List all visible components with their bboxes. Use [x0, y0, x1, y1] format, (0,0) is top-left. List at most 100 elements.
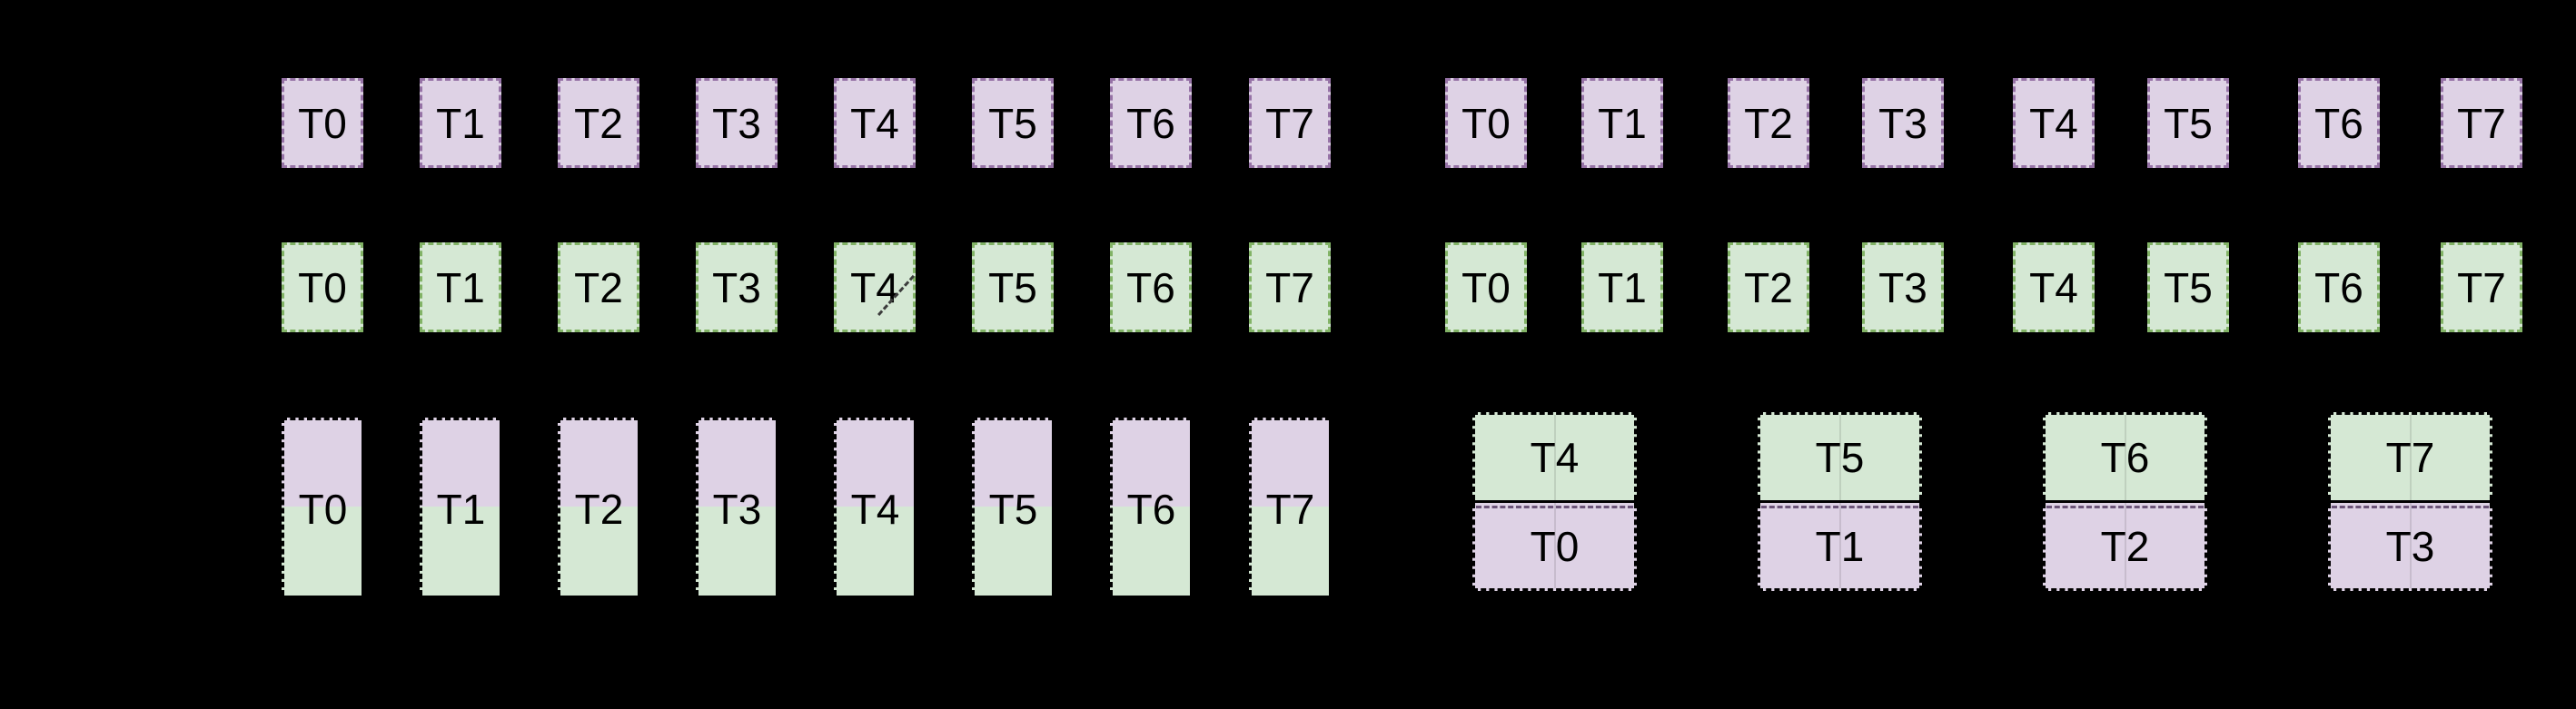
- left-row3-box-t2: T2: [558, 418, 639, 596]
- thread-label: T4: [1530, 434, 1580, 481]
- right-row1-box-t3: T3: [1862, 78, 1944, 168]
- left-row2-box-t0: T0: [282, 242, 363, 332]
- left-row3-box-t5: T5: [972, 418, 1054, 596]
- pair-inner-dashed-line: [1476, 506, 1633, 508]
- thread-label: T5: [2164, 99, 2213, 147]
- thread-label: T6: [2314, 99, 2363, 147]
- left-row2-box-t4: T4: [834, 242, 916, 332]
- left-row1-box-t5: T5: [972, 78, 1054, 168]
- left-row1-box-t2: T2: [558, 78, 639, 168]
- thread-label: T6: [2314, 263, 2363, 311]
- thread-label: T7: [1265, 263, 1314, 311]
- thread-label: T7: [1265, 99, 1314, 147]
- thread-label: T1: [436, 263, 485, 311]
- left-row1-box-t4: T4: [834, 78, 916, 168]
- thread-label: T0: [298, 99, 347, 147]
- pair-inner-dashed-line: [2046, 506, 2204, 508]
- thread-label: T7: [2457, 263, 2506, 311]
- thread-label: T5: [988, 99, 1037, 147]
- thread-label: T2: [1744, 99, 1793, 147]
- left-row1-box-t6: T6: [1110, 78, 1192, 168]
- thread-label: T3: [2385, 523, 2435, 570]
- right-row2-box-t0: T0: [1445, 242, 1527, 332]
- left-row2-box-t7: T7: [1249, 242, 1331, 332]
- left-row2-box-t5: T5: [972, 242, 1054, 332]
- right-row2-box-t5: T5: [2147, 242, 2229, 332]
- thread-label: T0: [298, 263, 347, 311]
- right-row2-box-t6: T6: [2298, 242, 2380, 332]
- thread-label: T3: [712, 263, 761, 311]
- thread-label: T2: [574, 486, 624, 533]
- thread-label: T5: [1815, 434, 1865, 481]
- thread-label: T4: [850, 99, 899, 147]
- right-row1-box-t1: T1: [1581, 78, 1663, 168]
- right-row2-box-t4: T4: [2013, 242, 2095, 332]
- right-row2-box-t1: T1: [1581, 242, 1663, 332]
- thread-label: T5: [988, 263, 1037, 311]
- left-row2-box-t1: T1: [420, 242, 501, 332]
- pair-inner-dashed-line: [1761, 506, 1918, 508]
- left-row3-box-t4: T4: [834, 418, 916, 596]
- left-row1-box-t1: T1: [420, 78, 501, 168]
- right-row3-pair-t7-t3: T7 T3: [2328, 412, 2492, 591]
- right-row1-box-t0: T0: [1445, 78, 1527, 168]
- right-row1-box-t2: T2: [1728, 78, 1809, 168]
- left-row3-box-t3: T3: [696, 418, 778, 596]
- right-row1-box-t4: T4: [2013, 78, 2095, 168]
- right-row1-box-t5: T5: [2147, 78, 2229, 168]
- pair-divider-line: [1758, 500, 1922, 503]
- thread-label: T3: [712, 486, 762, 533]
- thread-label: T1: [1598, 99, 1647, 147]
- left-row2-box-t3: T3: [696, 242, 778, 332]
- thread-label: T2: [1744, 263, 1793, 311]
- left-row2-box-t6: T6: [1110, 242, 1192, 332]
- thread-label: T2: [2100, 523, 2150, 570]
- left-row3-box-t0: T0: [282, 418, 363, 596]
- left-row1-box-t0: T0: [282, 78, 363, 168]
- thread-label: T5: [2164, 263, 2213, 311]
- thread-label: T0: [1530, 523, 1580, 570]
- thread-label: T3: [1878, 99, 1927, 147]
- thread-label: T4: [850, 263, 899, 311]
- thread-label: T1: [1815, 523, 1865, 570]
- thread-label: T0: [1461, 263, 1511, 311]
- right-row2-box-t7: T7: [2441, 242, 2522, 332]
- pair-divider-line: [2328, 500, 2492, 503]
- thread-label: T7: [2457, 99, 2506, 147]
- thread-label: T0: [298, 486, 348, 533]
- right-row3-pair-t4-t0: T4 T0: [1472, 412, 1637, 591]
- right-row3-pair-t5-t1: T5 T1: [1758, 412, 1922, 591]
- thread-label: T7: [1265, 486, 1315, 533]
- thread-label: T3: [1878, 263, 1927, 311]
- thread-label: T6: [1126, 263, 1175, 311]
- thread-label: T3: [712, 99, 761, 147]
- right-row3-pair-t6-t2: T6 T2: [2043, 412, 2207, 591]
- thread-label: T6: [1126, 99, 1175, 147]
- thread-label: T6: [2100, 434, 2150, 481]
- right-row1-box-t7: T7: [2441, 78, 2522, 168]
- thread-label: T2: [574, 99, 623, 147]
- pair-divider-line: [1472, 500, 1637, 503]
- left-row3-box-t6: T6: [1110, 418, 1192, 596]
- thread-label: T6: [1126, 486, 1176, 533]
- right-row1-box-t6: T6: [2298, 78, 2380, 168]
- thread-label: T0: [1461, 99, 1511, 147]
- left-row1-box-t7: T7: [1249, 78, 1331, 168]
- thread-label: T1: [1598, 263, 1647, 311]
- right-row2-box-t2: T2: [1728, 242, 1809, 332]
- left-row2-box-t2: T2: [558, 242, 639, 332]
- right-row2-box-t3: T3: [1862, 242, 1944, 332]
- thread-label: T2: [574, 263, 623, 311]
- thread-label: T4: [850, 486, 900, 533]
- thread-label: T4: [2029, 99, 2078, 147]
- left-row1-box-t3: T3: [696, 78, 778, 168]
- pair-divider-line: [2043, 500, 2207, 503]
- pair-inner-dashed-line: [2332, 506, 2489, 508]
- thread-label: T1: [436, 99, 485, 147]
- thread-label: T4: [2029, 263, 2078, 311]
- thread-label: T1: [436, 486, 486, 533]
- left-row3-box-t7: T7: [1249, 418, 1331, 596]
- thread-label: T7: [2385, 434, 2435, 481]
- left-row3-box-t1: T1: [420, 418, 501, 596]
